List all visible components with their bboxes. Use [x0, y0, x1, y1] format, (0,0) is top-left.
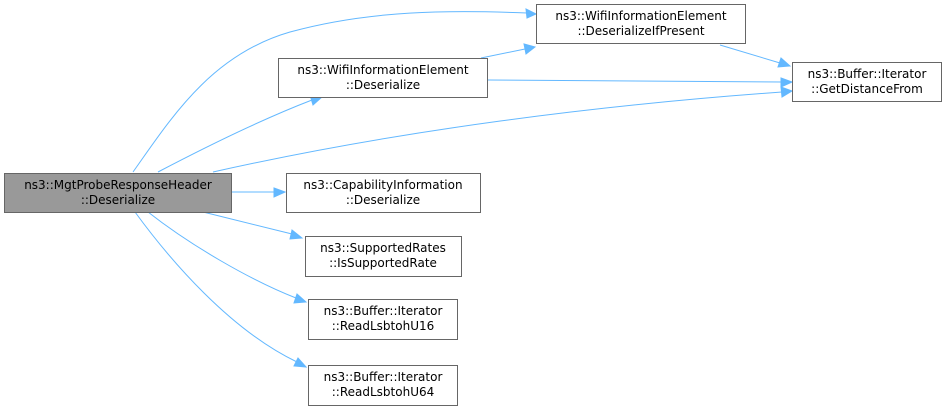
- node-capability-deserialize-line2: ::Deserialize: [346, 193, 420, 207]
- node-buffer-read-lsbtoh-u16[interactable]: ns3::Buffer::Iterator ::ReadLsbtohU16: [308, 299, 458, 340]
- edge-root-to-read-u64: [134, 211, 298, 363]
- node-supported-rates-is-supported-rate[interactable]: ns3::SupportedRates ::IsSupportedRate: [305, 236, 462, 277]
- node-supported-rates-line2: ::IsSupportedRate: [329, 256, 437, 270]
- edge-wie-deserialize-to-deserialize-if-present: [480, 48, 526, 59]
- node-root[interactable]: ns3::MgtProbeResponseHeader ::Deserializ…: [4, 173, 232, 213]
- node-buffer-read-u16-line1: ns3::Buffer::Iterator: [324, 304, 443, 318]
- arrow-deserialize-if-present-to-get-distance-from: [777, 57, 792, 68]
- edge-root-to-deserialize-if-present: [132, 11, 528, 173]
- arrow-wie-deserialize-to-get-distance-from: [780, 77, 794, 88]
- arrow-root-to-get-distance-from: [780, 86, 794, 98]
- node-capability-deserialize[interactable]: ns3::CapabilityInformation ::Deserialize: [286, 173, 481, 213]
- node-wie-deserialize-line2: ::Deserialize: [346, 78, 420, 92]
- edge-root-to-supported-rates: [202, 211, 293, 235]
- node-capability-deserialize-line1: ns3::CapabilityInformation: [303, 178, 462, 192]
- node-buffer-get-distance-from-line1: ns3::Buffer::Iterator: [808, 67, 927, 81]
- edge-root-to-get-distance-from: [212, 91, 783, 173]
- node-wie-deserialize-if-present-line1: ns3::WifiInformationElement: [555, 9, 727, 23]
- arrow-root-to-deserialize-if-present: [525, 8, 538, 19]
- edges: [132, 8, 794, 368]
- node-wie-deserialize[interactable]: ns3::WifiInformationElement ::Deserializ…: [278, 58, 488, 98]
- node-root-line2: ::Deserialize: [81, 193, 155, 207]
- arrow-root-to-capability: [273, 187, 287, 198]
- arrow-wie-deserialize-to-deserialize-if-present: [523, 43, 537, 55]
- arrow-root-to-read-u16: [293, 293, 308, 304]
- node-buffer-get-distance-from[interactable]: ns3::Buffer::Iterator ::GetDistanceFrom: [792, 62, 942, 102]
- arrow-root-to-supported-rates: [289, 229, 304, 240]
- edge-deserialize-if-present-to-get-distance-from: [719, 44, 781, 64]
- node-buffer-read-u16-line2: ::ReadLsbtohU16: [332, 319, 435, 333]
- node-root-line1: ns3::MgtProbeResponseHeader: [24, 178, 212, 192]
- node-buffer-read-u64-line1: ns3::Buffer::Iterator: [324, 370, 443, 384]
- node-wie-deserialize-line1: ns3::WifiInformationElement: [297, 63, 469, 77]
- arrow-root-to-read-u64: [293, 357, 308, 368]
- node-supported-rates-line1: ns3::SupportedRates: [320, 241, 446, 255]
- edge-root-to-read-u16: [147, 211, 297, 299]
- node-buffer-get-distance-from-line2: ::GetDistanceFrom: [811, 82, 923, 96]
- node-wie-deserialize-if-present-line2: ::DeserializeIfPresent: [577, 24, 704, 38]
- node-buffer-read-u64-line2: ::ReadLsbtohU64: [332, 385, 435, 399]
- edge-root-to-wie-deserialize: [157, 99, 313, 173]
- node-buffer-read-lsbtoh-u64[interactable]: ns3::Buffer::Iterator ::ReadLsbtohU64: [308, 365, 458, 406]
- edge-wie-deserialize-to-get-distance-from: [487, 79, 783, 83]
- node-wie-deserialize-if-present[interactable]: ns3::WifiInformationElement ::Deserializ…: [536, 4, 746, 44]
